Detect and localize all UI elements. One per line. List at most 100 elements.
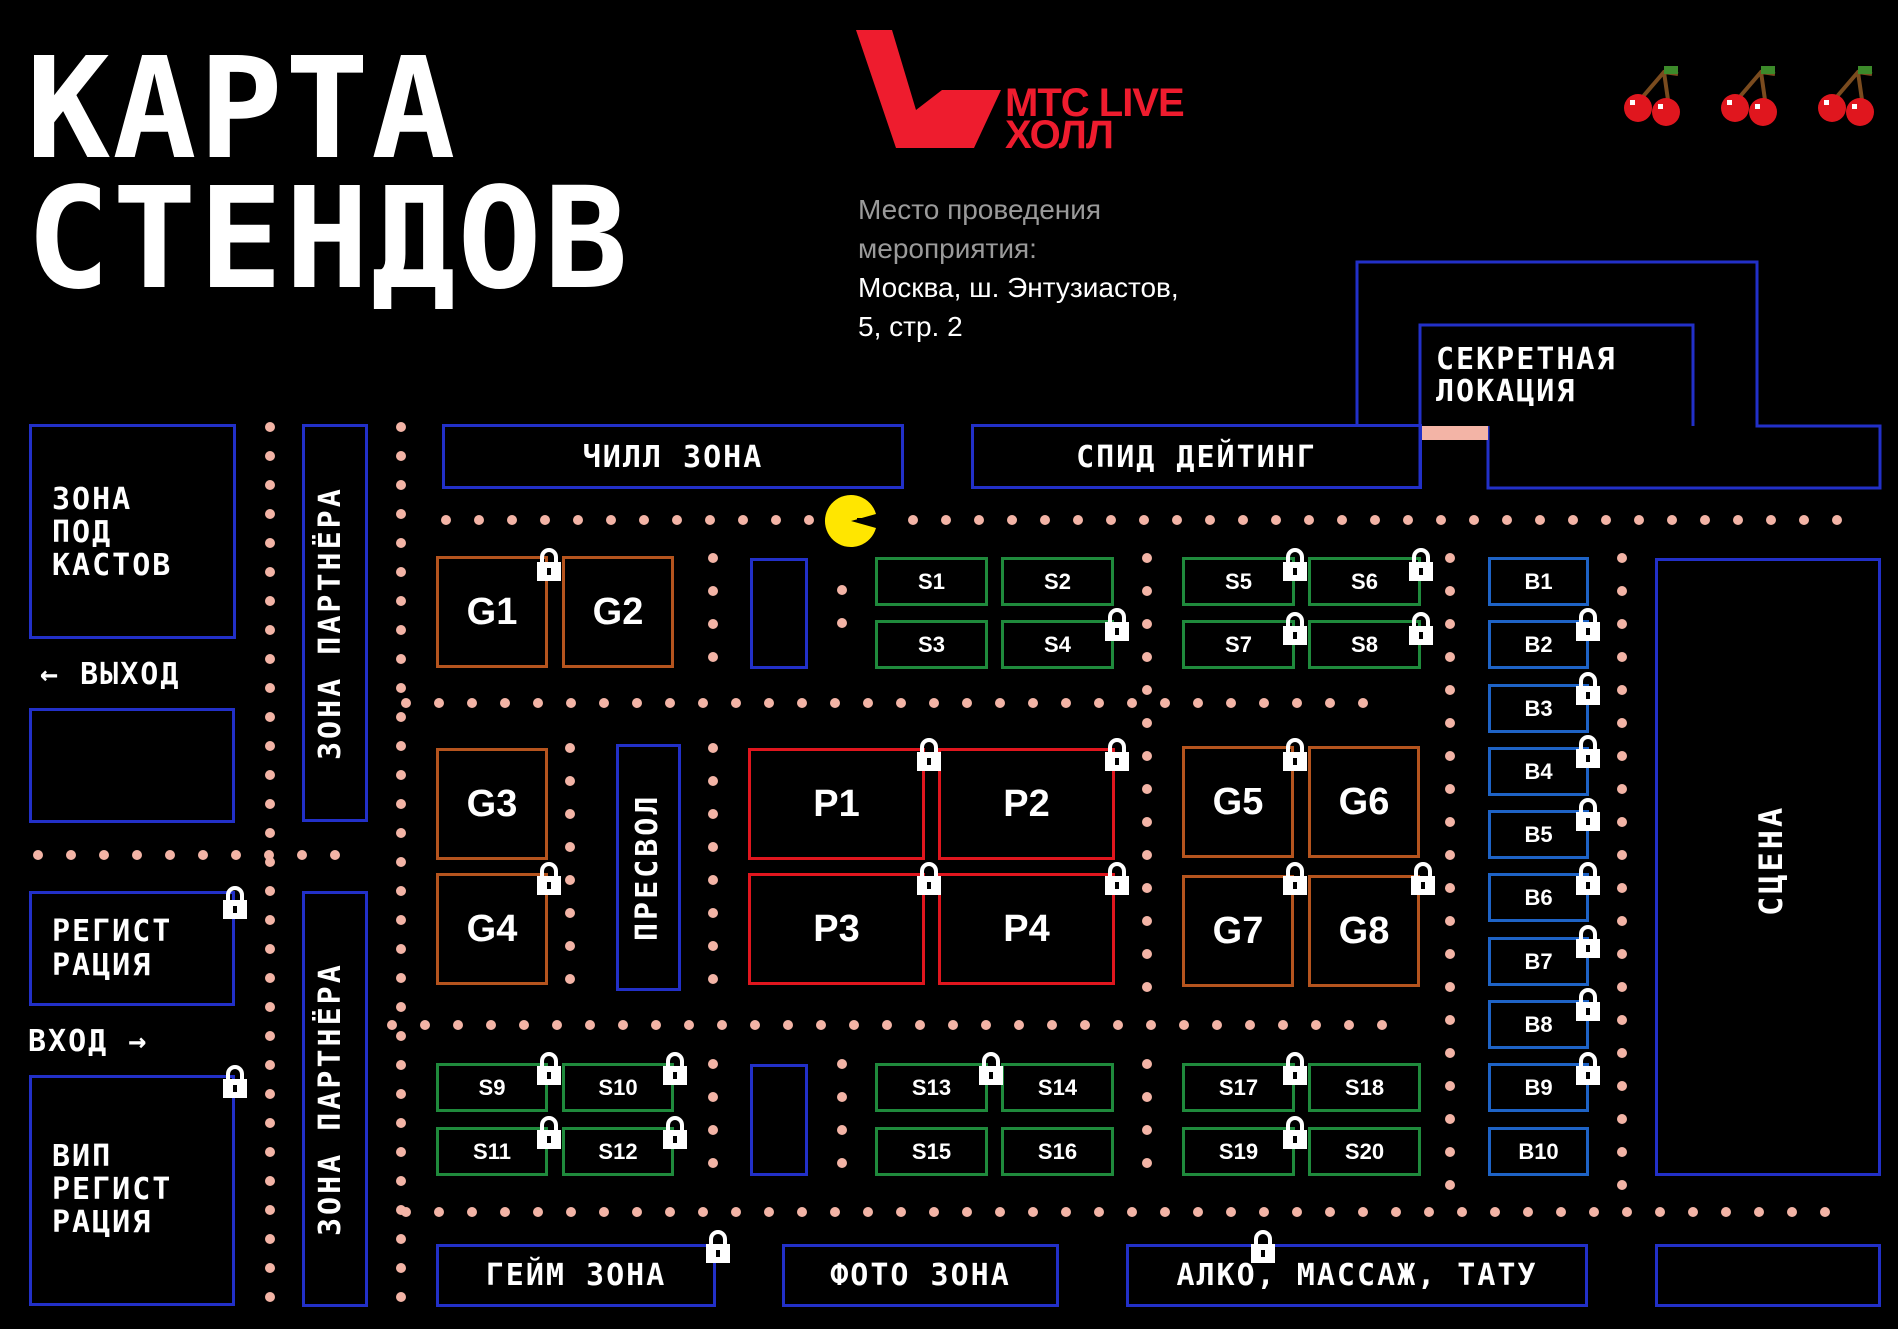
- stand-s17[interactable]: S17: [1182, 1063, 1295, 1112]
- pellet-dot: [1146, 1020, 1156, 1030]
- stand-b4[interactable]: B4: [1488, 747, 1589, 796]
- pellet-dot: [396, 944, 406, 954]
- stand-s1[interactable]: S1: [875, 557, 988, 606]
- pellet-dot: [565, 974, 575, 984]
- stand-p4[interactable]: P4: [938, 873, 1115, 985]
- pellet-dot: [995, 698, 1005, 708]
- stand-s5[interactable]: S5: [1182, 557, 1295, 606]
- photo-zone-label: ФОТО ЗОНА: [830, 1258, 1011, 1293]
- pellet-dot: [606, 515, 616, 525]
- stand-s18[interactable]: S18: [1308, 1063, 1421, 1112]
- pellet-dot: [1617, 1114, 1627, 1124]
- stand-s12[interactable]: S12: [562, 1127, 674, 1176]
- pellet-dot: [33, 850, 43, 860]
- exit-label: ← ВЫХОД: [40, 657, 181, 692]
- pellet-dot: [1142, 1158, 1152, 1168]
- pellet-dot: [396, 1205, 406, 1215]
- stand-b5[interactable]: B5: [1488, 810, 1589, 859]
- lock-icon: [979, 1052, 1003, 1085]
- pellet-dot: [962, 698, 972, 708]
- pellet-dot: [632, 698, 642, 708]
- pellet-dot: [585, 1020, 595, 1030]
- stand-s16[interactable]: S16: [1001, 1127, 1114, 1176]
- pellet-dot: [1238, 515, 1248, 525]
- pellet-dot: [1617, 685, 1627, 695]
- stand-s13[interactable]: S13: [875, 1063, 988, 1112]
- pellet-dot: [1617, 1081, 1627, 1091]
- stand-b2[interactable]: B2: [1488, 620, 1589, 669]
- stand-s10[interactable]: S10: [562, 1063, 674, 1112]
- stand-s11[interactable]: S11: [436, 1127, 548, 1176]
- stand-b3[interactable]: B3: [1488, 684, 1589, 733]
- pellet-dot: [708, 941, 718, 951]
- pellet-dot: [265, 509, 275, 519]
- pellet-dot: [698, 698, 708, 708]
- pellet-dot: [896, 1207, 906, 1217]
- stand-b10[interactable]: B10: [1488, 1127, 1589, 1176]
- stand-s2[interactable]: S2: [1001, 557, 1114, 606]
- pellet-dot: [486, 1020, 496, 1030]
- stand-g4[interactable]: G4: [436, 873, 548, 985]
- pellet-dot: [99, 850, 109, 860]
- pellet-dot: [1142, 652, 1152, 662]
- stand-b8[interactable]: B8: [1488, 1000, 1589, 1049]
- pellet-dot: [981, 1020, 991, 1030]
- stand-g3[interactable]: G3: [436, 748, 548, 860]
- pellet-dot: [265, 1031, 275, 1041]
- stand-g8[interactable]: G8: [1308, 875, 1420, 987]
- stand-b1[interactable]: B1: [1488, 557, 1589, 606]
- stand-b6[interactable]: B6: [1488, 873, 1589, 922]
- lock-icon: [223, 1065, 247, 1098]
- stand-g2[interactable]: G2: [562, 556, 674, 668]
- pellet-dot: [1142, 685, 1152, 695]
- pellet-dot: [1617, 1180, 1627, 1190]
- pellet-dot: [1457, 1207, 1467, 1217]
- pellet-dot: [1445, 586, 1455, 596]
- pellet-dot: [783, 1020, 793, 1030]
- lock-icon: [537, 862, 561, 895]
- stand-s20[interactable]: S20: [1308, 1127, 1421, 1176]
- stand-s6[interactable]: S6: [1308, 557, 1421, 606]
- pellet-dot: [265, 1002, 275, 1012]
- pellet-dot: [915, 1020, 925, 1030]
- stand-p2[interactable]: P2: [938, 748, 1115, 860]
- pellet-dot: [265, 451, 275, 461]
- stand-g1[interactable]: G1: [436, 556, 548, 668]
- pellet-dot: [731, 1207, 741, 1217]
- stand-s15[interactable]: S15: [875, 1127, 988, 1176]
- pellet-dot: [1445, 916, 1455, 926]
- pellet-dot: [1226, 698, 1236, 708]
- pellet-dot: [1617, 982, 1627, 992]
- pellet-dot: [731, 698, 741, 708]
- stand-p1[interactable]: P1: [748, 748, 925, 860]
- pellet-dot: [708, 809, 718, 819]
- pellet-dot: [1344, 1020, 1354, 1030]
- stand-g5[interactable]: G5: [1182, 746, 1294, 858]
- pellet-dot: [665, 1207, 675, 1217]
- stand-b7[interactable]: B7: [1488, 937, 1589, 986]
- stage-label: СЦЕНА: [1752, 804, 1790, 916]
- pellet-dot: [1733, 515, 1743, 525]
- stand-g7[interactable]: G7: [1182, 875, 1294, 987]
- photo-zone: [782, 1244, 1059, 1307]
- stand-s7[interactable]: S7: [1182, 620, 1295, 669]
- pellet-dot: [1014, 1020, 1024, 1030]
- stand-g6[interactable]: G6: [1308, 746, 1420, 858]
- stand-s3[interactable]: S3: [875, 620, 988, 669]
- pellet-dot: [265, 538, 275, 548]
- pellet-dot: [738, 515, 748, 525]
- brand-line2: ХОЛЛ: [1005, 113, 1114, 157]
- stand-s4[interactable]: S4: [1001, 620, 1114, 669]
- stand-s9[interactable]: S9: [436, 1063, 548, 1112]
- pellet-dot: [396, 480, 406, 490]
- stand-s19[interactable]: S19: [1182, 1127, 1295, 1176]
- lock-icon: [537, 548, 561, 581]
- stand-s14[interactable]: S14: [1001, 1063, 1114, 1112]
- alco-zone: [1126, 1244, 1588, 1307]
- stand-p3[interactable]: P3: [748, 873, 925, 985]
- pacman-icon: [824, 495, 876, 547]
- stand-b9[interactable]: B9: [1488, 1063, 1589, 1112]
- stand-s8[interactable]: S8: [1308, 620, 1421, 669]
- pellet-dot: [467, 698, 477, 708]
- pellet-dot: [264, 850, 274, 860]
